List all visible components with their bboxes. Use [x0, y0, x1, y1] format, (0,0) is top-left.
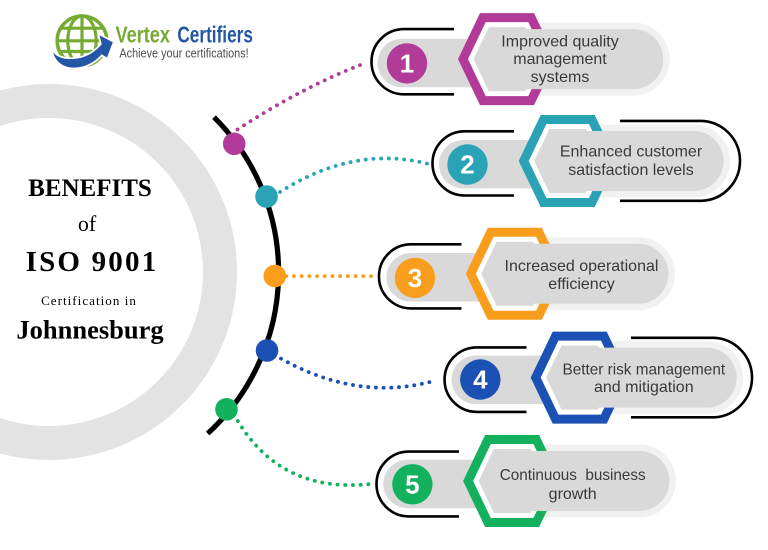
svg-text:5: 5 — [405, 469, 419, 499]
svg-text:Better risk management: Better risk management — [563, 362, 726, 379]
svg-text:efficiency: efficiency — [548, 276, 614, 293]
svg-text:and mitigation: and mitigation — [594, 379, 694, 396]
svg-text:1: 1 — [400, 49, 414, 79]
svg-text:Increased operational: Increased operational — [505, 258, 659, 275]
svg-text:Continuous business: Continuous business — [500, 467, 646, 484]
svg-text:4: 4 — [473, 365, 488, 395]
svg-text:satisfaction levels: satisfaction levels — [568, 162, 693, 179]
svg-text:ISO 9001: ISO 9001 — [26, 246, 159, 278]
svg-text:Certifiers: Certifiers — [177, 21, 253, 47]
svg-text:systems: systems — [531, 69, 590, 86]
svg-text:3: 3 — [408, 263, 422, 293]
svg-text:Johnnesburg: Johnnesburg — [16, 315, 163, 345]
svg-text:growth: growth — [549, 486, 597, 503]
svg-text:management: management — [513, 51, 607, 68]
svg-text:of: of — [78, 211, 97, 236]
svg-text:Improved quality: Improved quality — [501, 33, 618, 50]
svg-text:Vertex: Vertex — [116, 21, 171, 47]
svg-text:2: 2 — [460, 150, 474, 180]
svg-text:Achieve your certifications!: Achieve your certifications! — [119, 47, 248, 61]
svg-text:Enhanced customer: Enhanced customer — [560, 144, 703, 161]
svg-text:Certification in: Certification in — [41, 293, 137, 308]
svg-text:BENEFITS: BENEFITS — [28, 175, 152, 202]
